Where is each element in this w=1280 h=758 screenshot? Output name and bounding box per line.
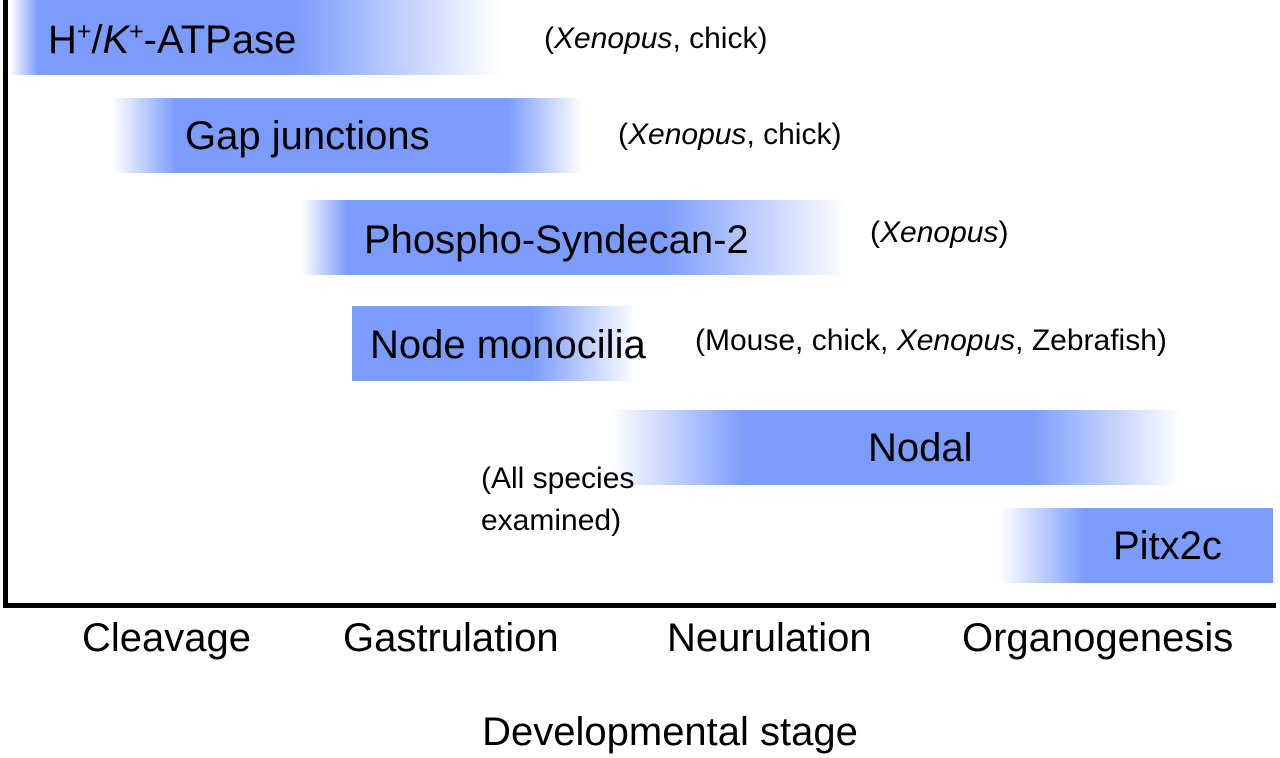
x-axis-line <box>3 603 1276 608</box>
species-part: (Mouse, chick, <box>695 324 897 357</box>
stage-label-cleavage: Cleavage <box>82 616 252 660</box>
label-part: K <box>102 18 130 62</box>
bar-label-phospho-syndecan-2: Phospho-Syndecan-2 <box>364 218 749 262</box>
bar-nodal <box>610 410 1182 485</box>
bar-phospho-syndecan-2 <box>302 200 847 275</box>
label-part: + <box>76 18 92 46</box>
species-part: ( <box>544 22 554 55</box>
bar-label-node-monocilia: Node monocilia <box>370 323 646 367</box>
species-part: ) <box>998 216 1009 249</box>
species-part: Xenopus <box>628 118 747 151</box>
stage-label-organogenesis: Organogenesis <box>962 616 1234 660</box>
species-h-k-atpase: (Xenopus, chick) <box>544 24 767 54</box>
stage-label-neurulation: Neurulation <box>667 616 872 660</box>
bar-node-monocilia <box>352 306 637 381</box>
species-node-monocilia: (Mouse, chick, Xenopus, Zebrafish) <box>695 326 1167 356</box>
bar-gap-junctions <box>112 98 582 173</box>
label-part: / <box>91 18 103 62</box>
stage-label-gastrulation: Gastrulation <box>343 616 559 660</box>
x-axis-title: Developmental stage <box>482 710 858 754</box>
species-part: Xenopus <box>896 324 1016 357</box>
label-part: -ATPase <box>143 18 297 62</box>
y-axis-line <box>3 0 8 608</box>
species-part: ( <box>618 118 628 151</box>
species-gap-junctions: (Xenopus, chick) <box>618 120 841 150</box>
bar-label-pitx2c: Pitx2c <box>1113 524 1222 568</box>
species-phospho-syndecan-2: (Xenopus) <box>870 218 1008 248</box>
species-part: , Zebrafish) <box>1015 324 1167 357</box>
species-nodal-line1: (All species <box>481 462 635 495</box>
species-part: , chick) <box>672 22 768 55</box>
species-part: ( <box>870 216 880 249</box>
species-nodal-line2: examined) <box>481 504 622 537</box>
bar-label-nodal: Nodal <box>868 426 973 470</box>
bar-pitx2c <box>1000 508 1273 583</box>
species-part: Xenopus <box>880 216 999 249</box>
label-part: + <box>129 18 144 46</box>
bar-label-h-k-atpase: H+/K+-ATPase <box>48 18 297 62</box>
bar-h-k-atpase <box>10 0 500 75</box>
bar-label-gap-junctions: Gap junctions <box>185 114 430 158</box>
species-part: Xenopus <box>554 22 673 55</box>
species-part: , chick) <box>746 118 842 151</box>
label-part: H <box>48 18 77 62</box>
